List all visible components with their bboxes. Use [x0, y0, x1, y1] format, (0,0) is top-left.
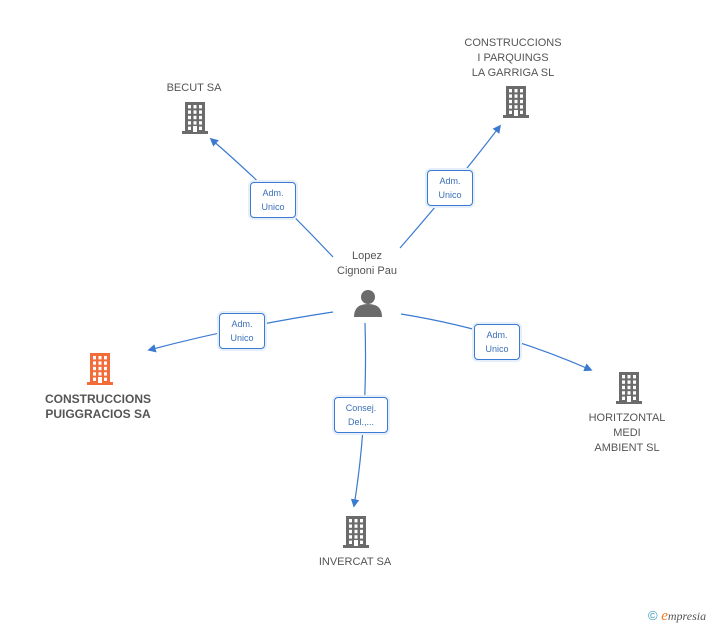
building-icon-construccions-parquings[interactable] — [503, 86, 529, 118]
copyright-icon: © — [648, 608, 658, 623]
role-line1: Adm. — [231, 319, 253, 329]
role-line2: Unico — [261, 202, 285, 212]
role-badge-construccions-parquings[interactable]: Adm. Unico — [427, 170, 473, 206]
person-icon[interactable] — [354, 290, 382, 317]
role-line1: Consej. — [345, 403, 377, 413]
footer-brand[interactable]: © empresia — [648, 608, 706, 625]
role-line1: Adm. — [439, 176, 461, 186]
company-label-invercat[interactable]: INVERCAT SA — [318, 556, 392, 568]
building-icon-becut[interactable] — [182, 102, 208, 134]
company-label-horitzontal[interactable]: HORITZONTAL MEDI AMBIENT SL — [588, 412, 666, 454]
role-line1: Adm. — [262, 188, 284, 198]
role-line2: Unico — [230, 333, 254, 343]
brand-logo: empresia — [661, 608, 707, 624]
company-label-construccions-puiggracios[interactable]: CONSTRUCCIONS PUIGGRACIOS SA — [44, 392, 152, 421]
role-line2: Del.,... — [347, 417, 374, 427]
role-badge-construccions-puiggracios[interactable]: Adm. Unico — [219, 313, 265, 349]
role-badge-invercat[interactable]: Consej. Del.,... — [334, 397, 388, 433]
building-icon-invercat[interactable] — [343, 516, 369, 548]
role-badge-becut[interactable]: Adm. Unico — [250, 182, 296, 218]
role-badge-horitzontal[interactable]: Adm. Unico — [474, 324, 520, 360]
building-icon-construccions-puiggracios[interactable] — [87, 353, 113, 385]
role-line2: Unico — [438, 190, 462, 200]
company-label-becut[interactable]: BECUT SA — [166, 82, 222, 94]
center-person-label: Lopez Cignoni Pau — [337, 250, 397, 277]
company-label-construccions-parquings[interactable]: CONSTRUCCIONS I PARQUINGS LA GARRIGA SL — [464, 37, 562, 79]
role-line2: Unico — [485, 344, 509, 354]
nodes — [87, 86, 642, 548]
role-line1: Adm. — [486, 330, 508, 340]
building-icon-horitzontal[interactable] — [616, 372, 642, 404]
